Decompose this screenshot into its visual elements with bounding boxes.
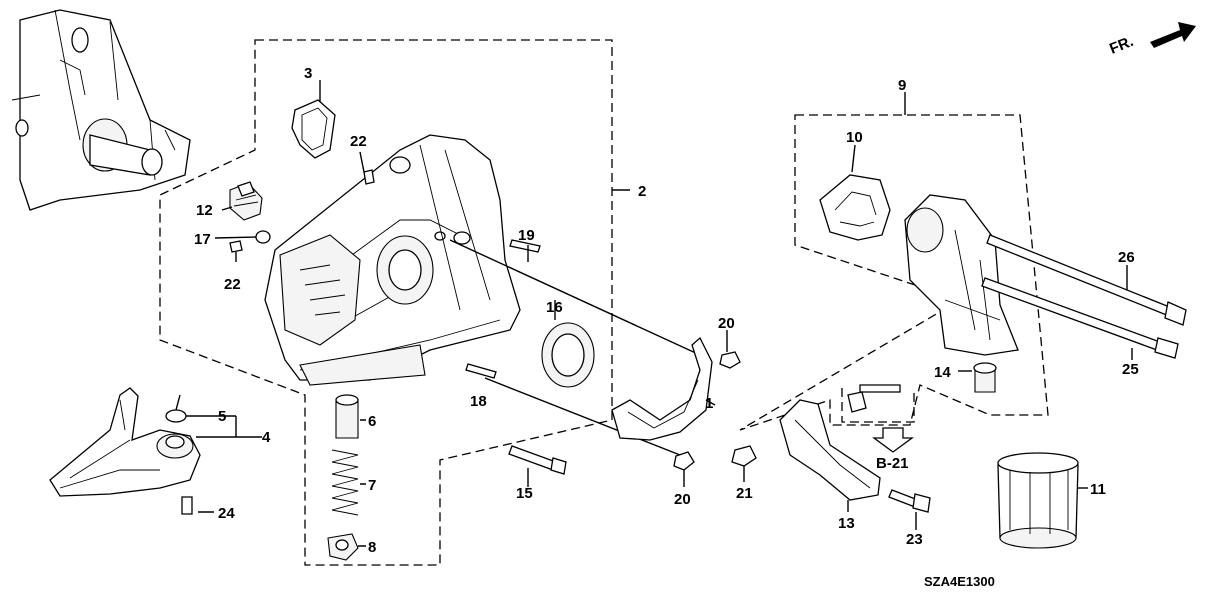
ref-label: B-21 [876, 455, 909, 472]
callout-2[interactable]: 2 [638, 183, 646, 200]
callout-20-upper[interactable]: 20 [718, 315, 735, 332]
callout-16[interactable]: 16 [546, 299, 563, 316]
callout-21[interactable]: 21 [736, 485, 753, 502]
callout-15[interactable]: 15 [516, 485, 533, 502]
callout-11[interactable]: 11 [1090, 481, 1106, 498]
callout-3[interactable]: 3 [304, 65, 312, 82]
nut-21[interactable] [731, 445, 757, 467]
o-ring-5[interactable] [165, 409, 187, 423]
front-arrow-icon [1150, 22, 1196, 48]
callout-labels: 1 2 3 4 5 6 7 8 9 10 11 12 13 14 15 16 1… [194, 65, 1139, 556]
oil-strainer-4[interactable] [49, 387, 201, 497]
oil-filter-11[interactable] [997, 452, 1079, 549]
assembly-box-2 [159, 39, 613, 566]
bracket-13[interactable] [779, 399, 881, 501]
oil-pump-body[interactable] [264, 134, 521, 386]
fr-label: FR. [1107, 33, 1136, 58]
callout-13[interactable]: 13 [838, 515, 855, 532]
bolt-23-head [912, 493, 931, 513]
callout-5[interactable]: 5 [218, 408, 226, 425]
callout-19[interactable]: 19 [518, 227, 535, 244]
callout-23[interactable]: 23 [906, 531, 923, 548]
diagram-code: SZA4E1300 [924, 574, 995, 589]
front-direction-indicator: FR. [1107, 22, 1196, 58]
bolt-26[interactable] [986, 234, 1187, 326]
callout-1[interactable]: 1 [705, 395, 713, 412]
callout-8[interactable]: 8 [368, 539, 376, 556]
callout-10[interactable]: 10 [846, 129, 863, 146]
callout-18[interactable]: 18 [470, 393, 487, 410]
dowel-pin-22-left[interactable] [229, 240, 243, 253]
callout-14[interactable]: 14 [934, 364, 951, 381]
engine-block-fragment [11, 9, 191, 211]
callout-22-top[interactable]: 22 [350, 133, 367, 150]
oil-filter-housing-9[interactable] [904, 194, 1019, 356]
reference-b21: B-21 [841, 384, 915, 472]
callout-6[interactable]: 6 [368, 413, 376, 430]
callout-17[interactable]: 17 [194, 231, 211, 248]
spring-7[interactable] [331, 449, 359, 516]
bolt-18[interactable] [465, 363, 497, 379]
nut-20-lower[interactable] [673, 451, 695, 471]
callout-22-left[interactable]: 22 [224, 276, 241, 293]
assembly-box-9 [739, 114, 1049, 431]
nut-20-upper[interactable] [719, 351, 741, 369]
gasket-10[interactable] [819, 174, 891, 241]
callout-25[interactable]: 25 [1122, 361, 1139, 378]
callout-4[interactable]: 4 [262, 429, 271, 446]
callout-26[interactable]: 26 [1118, 249, 1135, 266]
oil-seal-16[interactable] [541, 322, 595, 388]
callout-20-lower[interactable]: 20 [674, 491, 691, 508]
plug-14[interactable] [973, 362, 997, 393]
relief-valve-6[interactable] [335, 394, 359, 439]
callout-7[interactable]: 7 [368, 477, 376, 494]
washer-17[interactable] [255, 230, 271, 244]
callout-24[interactable]: 24 [218, 505, 235, 522]
bolt-24[interactable] [181, 496, 193, 515]
bolt-25[interactable] [981, 277, 1179, 359]
bolt-15[interactable] [508, 445, 567, 475]
oil-pressure-switch-12[interactable] [229, 181, 263, 221]
plug-8[interactable] [327, 533, 359, 561]
bolt-19[interactable] [509, 239, 541, 253]
dowel-pin-22-top[interactable] [363, 169, 375, 185]
chain-guide-1[interactable] [611, 336, 713, 441]
callout-12[interactable]: 12 [196, 202, 213, 219]
callout-9[interactable]: 9 [898, 77, 906, 94]
